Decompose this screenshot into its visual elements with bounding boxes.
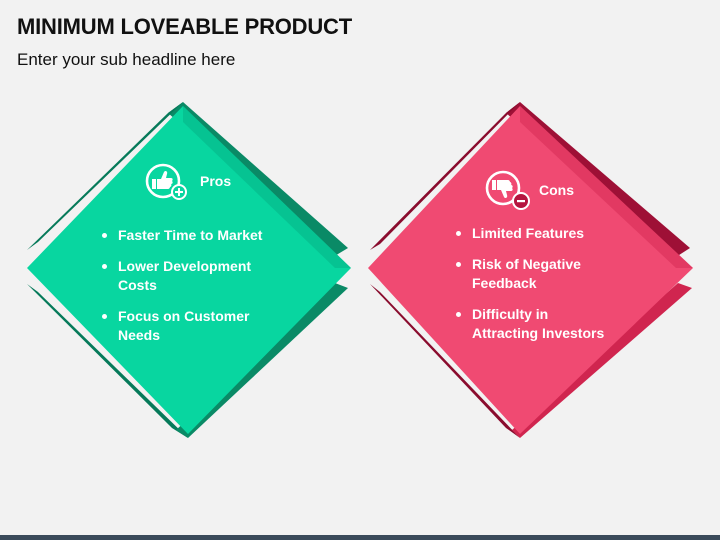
pros-list: Faster Time to Market Lower Development … [100, 226, 270, 357]
list-item: Lower Development Costs [100, 257, 270, 295]
cons-diamond [368, 102, 693, 438]
pros-title: Pros [200, 173, 232, 189]
pros-diamond [27, 102, 351, 438]
cons-diamond-face [368, 106, 693, 434]
page-subtitle: Enter your sub headline here [17, 50, 236, 69]
list-item: Limited Features [454, 224, 614, 243]
list-item: Focus on Customer Needs [100, 307, 270, 345]
cons-fold-bottom-left [370, 284, 520, 438]
list-item: Risk of Negative Feedback [454, 255, 614, 293]
cons-fold-bottom-right [512, 283, 692, 438]
pros-diamond-face [27, 106, 351, 434]
pros-fold-left [27, 102, 183, 250]
pros-fold-bottom-left [27, 284, 188, 438]
list-item: Faster Time to Market [100, 226, 270, 245]
thumbs-up-plus-icon [145, 163, 187, 200]
thumbs-down-minus-icon [485, 170, 530, 210]
cons-title: Cons [539, 182, 574, 198]
cons-diamond-shade [520, 106, 693, 268]
cons-list: Limited Features Risk of Negative Feedba… [454, 224, 614, 355]
pros-diamond-shade [183, 106, 351, 268]
page-title: MINIMUM LOVEABLE PRODUCT [17, 14, 352, 39]
list-item: Difficulty in Attracting Investors [454, 305, 614, 343]
cons-fold-left [370, 102, 520, 250]
bottom-bar [0, 535, 720, 540]
